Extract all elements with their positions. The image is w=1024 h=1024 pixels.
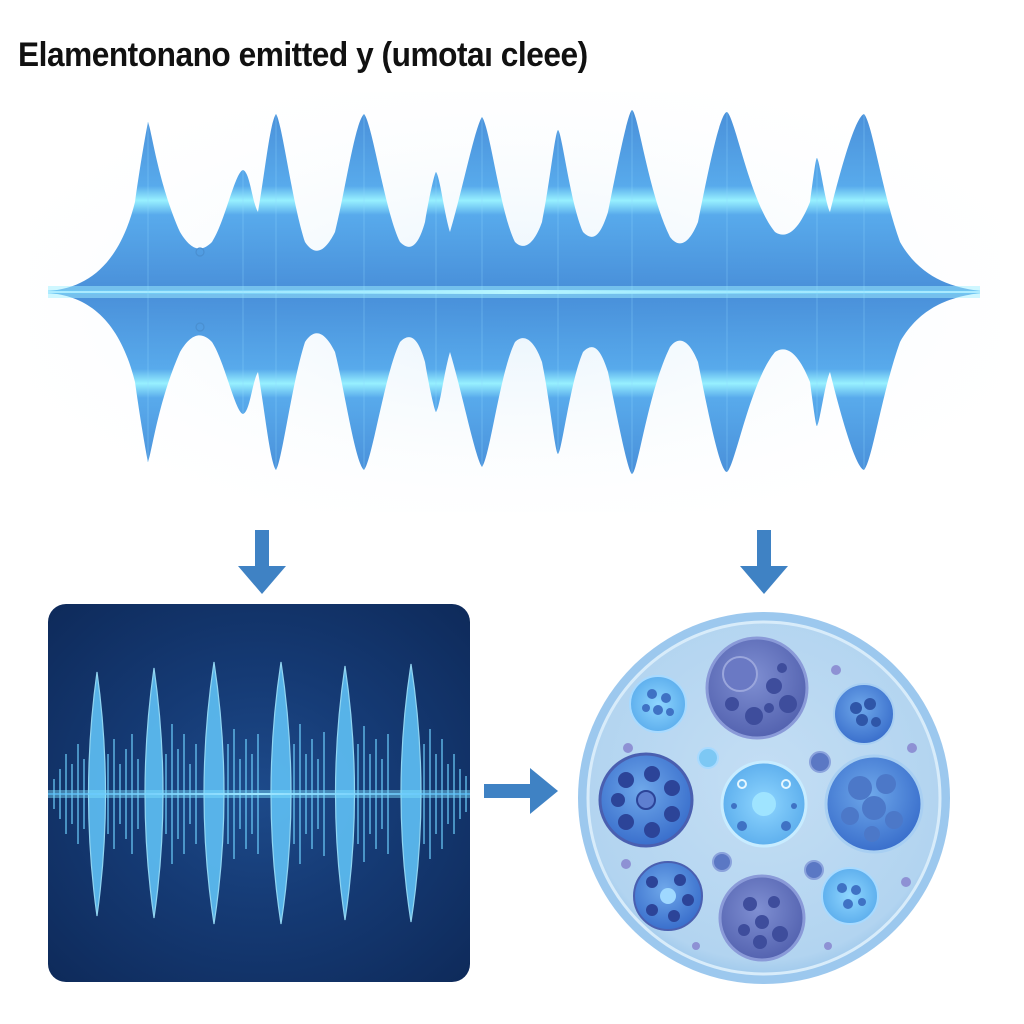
cell-cluster	[598, 752, 694, 848]
small-bubble-icon	[195, 247, 205, 257]
arrow-right-icon	[484, 768, 558, 814]
small-bubble-icon	[195, 322, 205, 332]
waveform-upper	[48, 110, 980, 291]
waveform-lower	[48, 293, 980, 474]
cell-cluster	[821, 867, 879, 925]
cell-cluster-center	[720, 760, 808, 848]
petri-dish-graphic	[578, 612, 950, 984]
cell-cluster	[705, 636, 809, 740]
emitted-waveform-graphic	[30, 92, 1000, 512]
cell-cluster	[824, 754, 924, 854]
arrow-down-right-icon	[740, 530, 788, 594]
cell-cluster	[718, 874, 806, 962]
cell-cluster	[633, 861, 703, 931]
processed-signal-panel	[48, 604, 470, 982]
page-title: Elamentonano emitted y (umotaı cleee)	[18, 36, 588, 74]
arrow-down-left-icon	[238, 530, 286, 594]
signal-waveform-graphic	[48, 661, 470, 925]
cell-cluster	[629, 675, 687, 733]
cell-cluster	[833, 683, 895, 745]
